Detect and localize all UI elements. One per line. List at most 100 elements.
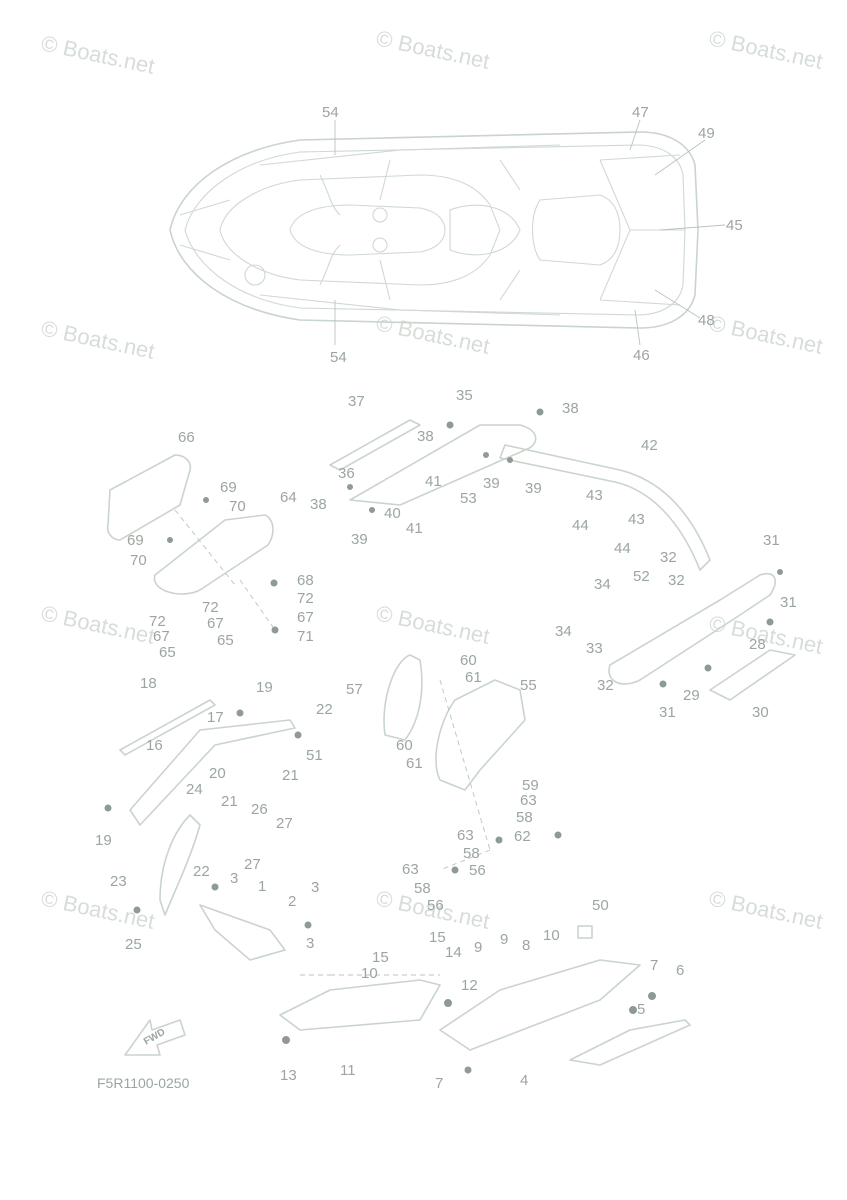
callout-label: 59 bbox=[522, 777, 539, 794]
callout-label: 49 bbox=[698, 125, 715, 142]
callout-label: 43 bbox=[628, 511, 645, 528]
callout-label: 44 bbox=[614, 540, 631, 557]
callout-label: 60 bbox=[396, 737, 413, 754]
callout-label: 29 bbox=[683, 687, 700, 704]
callout-label: 27 bbox=[244, 856, 261, 873]
callout-label: 65 bbox=[159, 644, 176, 661]
callout-label: 12 bbox=[461, 977, 478, 994]
callout-label: 41 bbox=[425, 473, 442, 490]
callout-label: 54 bbox=[330, 349, 347, 366]
callout-label: 21 bbox=[282, 767, 299, 784]
callout-label: 41 bbox=[406, 520, 423, 537]
callout-label: 50 bbox=[592, 897, 609, 914]
callout-label: 38 bbox=[310, 496, 327, 513]
diagram-code: F5R1100-0250 bbox=[97, 1075, 190, 1091]
leader-lines bbox=[174, 119, 726, 976]
callout-label: 25 bbox=[125, 936, 142, 953]
callout-label: 37 bbox=[348, 393, 365, 410]
watermark: © Boats.net bbox=[39, 315, 157, 363]
callout-label: 72 bbox=[149, 613, 166, 630]
callout-label: 31 bbox=[763, 532, 780, 549]
callout-label: 58 bbox=[463, 845, 480, 862]
callout-label: 24 bbox=[186, 781, 203, 798]
callout-label: 18 bbox=[140, 675, 157, 692]
callout-label: 61 bbox=[465, 669, 482, 686]
callout-label: 47 bbox=[632, 104, 649, 121]
callout-label: 35 bbox=[456, 387, 473, 404]
callout-label: 7 bbox=[435, 1075, 443, 1092]
callout-label: 17 bbox=[207, 709, 224, 726]
callout-label: 20 bbox=[209, 765, 226, 782]
callout-label: 23 bbox=[110, 873, 127, 890]
callout-label: 63 bbox=[520, 792, 537, 809]
callout-label: 45 bbox=[726, 217, 743, 234]
callout-label: 62 bbox=[514, 828, 531, 845]
callout-label: 48 bbox=[698, 312, 715, 329]
component-outlines bbox=[106, 419, 796, 1066]
callout-label: 14 bbox=[445, 944, 462, 961]
callout-label: 5 bbox=[637, 1001, 645, 1018]
callout-label: 19 bbox=[95, 832, 112, 849]
callout-label: 15 bbox=[372, 949, 389, 966]
callout-label: 44 bbox=[572, 517, 589, 534]
callout-label: 1 bbox=[258, 878, 266, 895]
callout-label: 67 bbox=[297, 609, 314, 626]
callout-label: 56 bbox=[469, 862, 486, 879]
callout-label: 65 bbox=[217, 632, 234, 649]
callout-label: 57 bbox=[346, 681, 363, 698]
callout-label: 4 bbox=[520, 1072, 528, 1089]
callout-label: 43 bbox=[586, 487, 603, 504]
watermark: © Boats.net bbox=[374, 600, 492, 648]
watermark: © Boats.net bbox=[707, 610, 825, 658]
callout-label: 32 bbox=[597, 677, 614, 694]
callout-label: 63 bbox=[457, 827, 474, 844]
watermark: © Boats.net bbox=[374, 310, 492, 358]
fwd-label: FWD bbox=[142, 1027, 167, 1048]
callout-label: 34 bbox=[594, 576, 611, 593]
callout-label: 10 bbox=[543, 927, 560, 944]
callout-label: 53 bbox=[460, 490, 477, 507]
callout-label: 61 bbox=[406, 755, 423, 772]
callout-label: 26 bbox=[251, 801, 268, 818]
callout-label: 34 bbox=[555, 623, 572, 640]
watermark: © Boats.net bbox=[707, 885, 825, 933]
watermark: © Boats.net bbox=[39, 600, 157, 648]
callout-labels: 54 47 49 45 48 46 54 66 37 35 38 38 38 4… bbox=[95, 104, 797, 1092]
callout-label: 22 bbox=[193, 863, 210, 880]
callout-label: 31 bbox=[659, 704, 676, 721]
watermark: © Boats.net bbox=[39, 30, 157, 78]
callout-label: 39 bbox=[351, 531, 368, 548]
callout-label: 30 bbox=[752, 704, 769, 721]
callout-label: 56 bbox=[427, 897, 444, 914]
callout-label: 3 bbox=[311, 879, 319, 896]
callout-label: 39 bbox=[525, 480, 542, 497]
callout-label: 51 bbox=[306, 747, 323, 764]
callout-label: 31 bbox=[780, 594, 797, 611]
watermark: © Boats.net bbox=[374, 25, 492, 73]
callout-label: 6 bbox=[676, 962, 684, 979]
callout-label: 39 bbox=[483, 475, 500, 492]
callout-label: 67 bbox=[207, 615, 224, 632]
callout-label: 27 bbox=[276, 815, 293, 832]
callout-label: 36 bbox=[338, 465, 355, 482]
callout-label: 33 bbox=[586, 640, 603, 657]
callout-label: 64 bbox=[280, 489, 297, 506]
hull-top-view bbox=[169, 131, 699, 329]
callout-label: 19 bbox=[256, 679, 273, 696]
callout-label: 66 bbox=[178, 429, 195, 446]
callout-label: 72 bbox=[297, 590, 314, 607]
callout-label: 72 bbox=[202, 599, 219, 616]
callout-label: 16 bbox=[146, 737, 163, 754]
callout-label: 3 bbox=[230, 870, 238, 887]
callout-label: 8 bbox=[522, 937, 530, 954]
callout-label: 67 bbox=[153, 628, 170, 645]
callout-label: 10 bbox=[361, 965, 378, 982]
callout-label: 9 bbox=[474, 939, 482, 956]
callout-label: 22 bbox=[316, 701, 333, 718]
callout-label: 40 bbox=[384, 505, 401, 522]
callout-label: 63 bbox=[402, 861, 419, 878]
callout-label: 13 bbox=[280, 1067, 297, 1084]
callout-label: 9 bbox=[500, 931, 508, 948]
callout-label: 68 bbox=[297, 572, 314, 589]
callout-label: 32 bbox=[660, 549, 677, 566]
